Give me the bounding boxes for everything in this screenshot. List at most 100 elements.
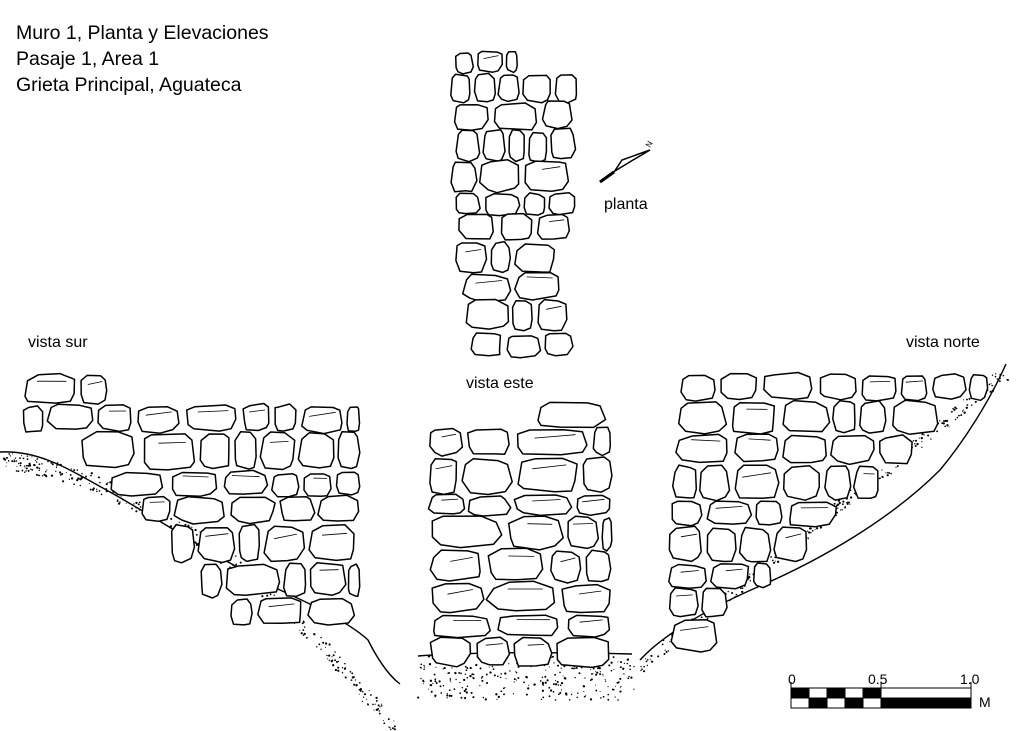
scale-segment-bottom (844, 697, 864, 709)
soil-dot (429, 679, 433, 682)
plan-stone (458, 213, 494, 240)
scale-segment-top (790, 687, 810, 699)
soil-dot (475, 663, 478, 667)
plan-stone (450, 161, 478, 193)
south-stone (307, 597, 356, 626)
soil-dot (590, 668, 592, 670)
soil-dot (393, 720, 395, 722)
soil-dot (774, 560, 776, 562)
plan-stone (544, 332, 574, 357)
soil-dot (59, 473, 62, 476)
soil-dot (626, 658, 630, 661)
north-stone (892, 399, 939, 436)
soil-dot (744, 585, 746, 588)
south-stone (234, 431, 257, 470)
soil-dot (565, 693, 568, 696)
south-stone (274, 403, 297, 432)
soil-dot (461, 686, 464, 689)
soil-dot (523, 681, 525, 684)
soil-dot (921, 446, 923, 448)
soil-dot (379, 706, 381, 708)
soil-dot (500, 690, 502, 692)
east-stone (485, 580, 556, 612)
soil-dot (966, 404, 969, 406)
soil-dot (619, 690, 622, 693)
soil-dot (435, 682, 438, 684)
soil-dot (459, 692, 462, 694)
soil-dot (533, 683, 536, 686)
north-stone (734, 433, 779, 463)
soil-dot (469, 674, 472, 678)
east-stone (431, 515, 503, 549)
soil-dot (815, 527, 819, 530)
soil-dot (562, 675, 564, 677)
soil-dot (602, 695, 605, 698)
soil-dot (446, 693, 448, 695)
soil-dot (322, 641, 325, 644)
soil-dot (6, 462, 8, 464)
soil-dot (273, 594, 275, 596)
soil-dot (628, 675, 630, 678)
scale-segment-bottom (826, 697, 846, 709)
soil-dot (646, 658, 649, 661)
stone-facet (680, 533, 697, 538)
south-stone (200, 563, 223, 599)
soil-dot (592, 667, 595, 670)
soil-dot (387, 718, 390, 721)
soil-dot (841, 509, 843, 511)
stone-facet (447, 589, 473, 595)
soil-dot (30, 468, 32, 470)
soil-dot (454, 671, 457, 675)
soil-dot (541, 676, 544, 678)
soil-dot (324, 642, 328, 645)
soil-dot (810, 531, 812, 534)
soil-dot (853, 492, 856, 495)
soil-dot (131, 507, 133, 510)
soil-dot (620, 685, 622, 688)
soil-dot (442, 684, 445, 687)
soil-dot (55, 470, 57, 472)
north-stone (668, 525, 702, 563)
soil-dot (377, 704, 380, 707)
north-stone (819, 373, 857, 401)
stone-facet (475, 280, 503, 284)
soil-dot (555, 680, 557, 682)
south-stone (223, 469, 269, 495)
soil-dot (939, 420, 941, 422)
south-stone (197, 526, 236, 564)
soil-dot (435, 666, 437, 668)
stone-facet (231, 475, 260, 478)
north-stone (710, 563, 750, 590)
stone-facet (579, 590, 602, 595)
soil-dot (484, 698, 487, 701)
soil-dot (120, 495, 122, 497)
soil-dot (269, 593, 272, 596)
east-stone (517, 457, 578, 493)
soil-dot (504, 687, 506, 689)
north-stone (706, 527, 737, 563)
plan-stone (455, 192, 481, 215)
soil-dot (545, 669, 547, 671)
soil-dot (388, 726, 390, 728)
label-vista-norte: vista norte (906, 334, 980, 351)
soil-dot (936, 430, 939, 433)
soil-dot (497, 675, 499, 677)
soil-dot (2, 457, 6, 460)
soil-dot (459, 681, 461, 684)
soil-dot (13, 459, 15, 461)
soil-dot (542, 696, 545, 699)
soil-dot (33, 463, 36, 467)
soil-dot (26, 458, 29, 461)
stone-facet (546, 305, 562, 310)
soil-dot (11, 453, 13, 455)
soil-dot (604, 678, 606, 680)
east-stone (585, 549, 612, 583)
soil-dot (56, 462, 59, 464)
soil-dot (27, 469, 30, 472)
soil-dot (886, 474, 889, 477)
soil-dot (614, 685, 616, 687)
soil-dot (382, 719, 384, 722)
soil-dot (19, 457, 21, 460)
soil-dot (460, 696, 463, 699)
soil-dot (46, 469, 48, 471)
